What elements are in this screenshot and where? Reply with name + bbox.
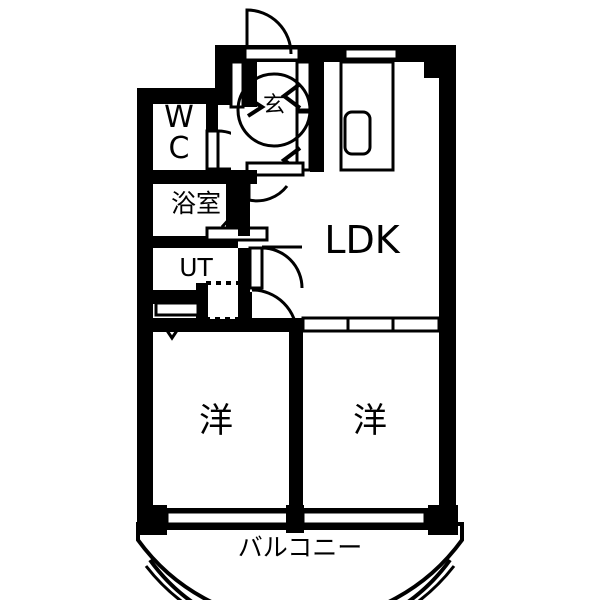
- wc-label-line2: C: [169, 131, 190, 166]
- ut-label: UT: [179, 253, 213, 282]
- wall-left: [137, 88, 153, 530]
- balcony-slider-left[interactable]: [165, 510, 291, 526]
- ut-corridor-door[interactable]: [248, 245, 304, 290]
- bath-label: 浴室: [171, 189, 221, 218]
- hall-lower-door-panel[interactable]: [245, 161, 305, 177]
- wall-ldk-bed-left: [153, 318, 293, 332]
- wall-top-step: [215, 45, 231, 105]
- window-left-arrow: [158, 319, 186, 341]
- ut-door-leaf[interactable]: [248, 246, 264, 290]
- western-left-label: 洋: [199, 401, 233, 441]
- wall-hall-segment: [243, 170, 257, 184]
- balcony-inner-arc: [148, 558, 452, 600]
- room-ldk: LDK: [324, 218, 400, 262]
- wc-door-leaf[interactable]: [205, 129, 220, 171]
- entrance-door-panel[interactable]: [243, 46, 301, 62]
- balcony-sliding-doors[interactable]: [165, 505, 427, 533]
- wall-corner-bottom-right: [428, 505, 458, 535]
- wall-bedroom-divider: [289, 320, 303, 515]
- entrance-door-swing-arc: [245, 8, 293, 55]
- entrance-label: 玄: [263, 93, 285, 118]
- entrance-area: 玄: [229, 60, 324, 174]
- bath-door[interactable]: [205, 213, 269, 242]
- wc-wall-bottom: [153, 170, 243, 184]
- ldk-lower-door[interactable]: [248, 288, 299, 336]
- wall-stub-left-lower: [153, 290, 167, 304]
- wall-corner-bottom-left: [137, 505, 167, 535]
- wc-label-line1: W: [164, 100, 194, 135]
- window-left-lower: [154, 301, 200, 341]
- room-western-left: 洋: [199, 401, 233, 441]
- ldk-slider-2[interactable]: [346, 316, 395, 333]
- bath-door-panel[interactable]: [205, 226, 269, 242]
- balcony-area: バルコニー: [136, 522, 464, 600]
- window-left-panel: [154, 301, 200, 317]
- balcony-outline: [136, 522, 464, 600]
- entrance-arrow-left: [246, 96, 266, 118]
- ldk-slider-1[interactable]: [301, 316, 350, 333]
- wall-right: [439, 45, 456, 530]
- wall-top-wc: [137, 88, 229, 104]
- ut-door-arc: [261, 246, 304, 289]
- entrance-left-partition: [229, 60, 245, 109]
- wall-corridor-mid: [238, 248, 250, 284]
- kitchen-sink-basin: [343, 110, 372, 156]
- window-top-kitchen: [343, 47, 399, 61]
- kitchen-counter: [339, 60, 395, 172]
- room-wc: W C: [153, 100, 243, 184]
- entrance-right-wall-lower: [310, 110, 324, 172]
- wall-corridor-upper: [238, 184, 250, 236]
- room-western-right: 洋: [353, 401, 387, 441]
- entrance-right-wall-upper: [310, 62, 324, 110]
- room-ut: UT: [153, 248, 238, 303]
- entrance-tataki-circle: [236, 72, 312, 148]
- ldk-slider-3[interactable]: [391, 316, 441, 333]
- wall-stub-top-right: [424, 62, 456, 78]
- entrance-arrow-right-upper: [280, 82, 302, 110]
- ut-wall-washer-right: [238, 283, 250, 321]
- ldk-lower-door-arc: [251, 288, 299, 336]
- balcony-slider-right[interactable]: [301, 510, 427, 526]
- western-right-label: 洋: [353, 401, 387, 441]
- wc-floor: [153, 104, 206, 170]
- wc-wall-right-upper: [206, 104, 218, 134]
- washing-machine-space: [204, 281, 242, 321]
- ldk-sliding-doors[interactable]: [301, 316, 441, 333]
- entrance-swing-door[interactable]: [243, 8, 301, 62]
- balcony-label: バルコニー: [238, 533, 363, 562]
- bath-wall-right: [226, 184, 238, 230]
- ldk-label: LDK: [324, 218, 400, 262]
